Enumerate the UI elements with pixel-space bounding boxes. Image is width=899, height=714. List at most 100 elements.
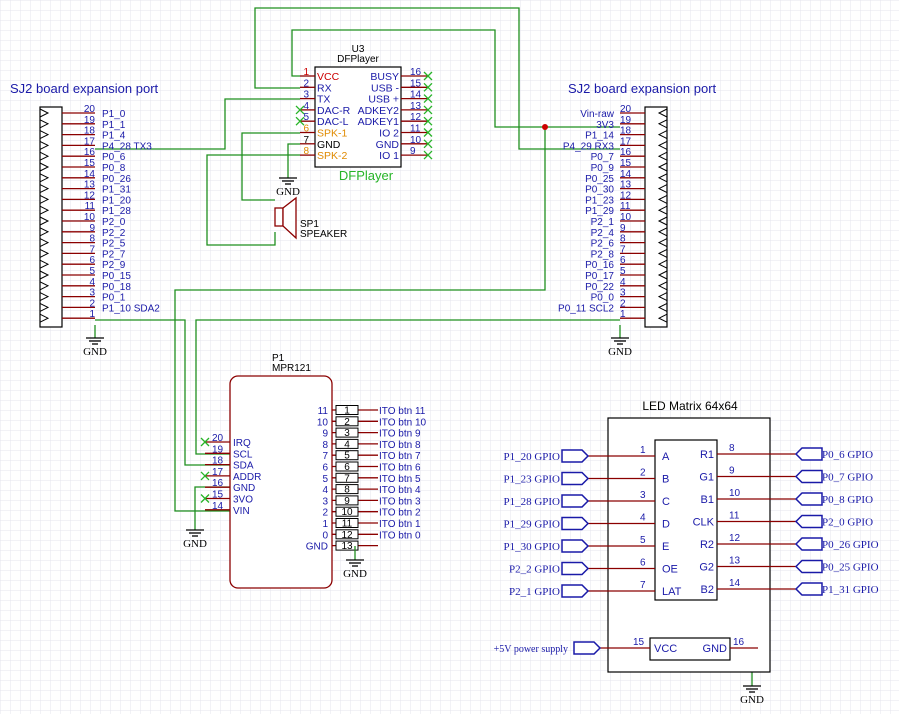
port-pin-number: 16 (620, 147, 632, 158)
led-power-connector (649, 637, 731, 661)
port-pin-number: 13 (620, 180, 632, 191)
mpr121-pin-label: 3VO (233, 495, 253, 506)
ground-label: GND (276, 186, 300, 198)
port-pin-number: 17 (84, 136, 96, 147)
port-contact (657, 313, 668, 323)
port-contact (657, 238, 668, 248)
port-pin-number: 9 (620, 223, 626, 234)
ground-label: GND (83, 346, 107, 358)
port-pin-number: 18 (84, 126, 96, 137)
net-label: P0_8 GPIO (822, 494, 873, 506)
electrode-box (335, 540, 359, 551)
port-pin-number: 20 (620, 104, 632, 115)
electrode-label: ITO btn 3 (379, 496, 421, 507)
electrode-number: 10 (341, 507, 353, 518)
port-pin-number: 18 (620, 126, 632, 137)
electrode-label: ITO btn 2 (379, 508, 421, 519)
mpr121-pin-label: VIN (233, 506, 250, 517)
port-pin-label: P0_15 (102, 271, 131, 282)
electrode-box (335, 405, 359, 415)
port-pin-label: Vin-raw (580, 109, 614, 120)
port-pin-number: 7 (620, 244, 626, 255)
electrode-number: 6 (344, 462, 350, 473)
led-power-pin-number: 16 (733, 637, 745, 648)
net-port-tag (561, 494, 590, 508)
port-pin-label: P2_1 (591, 217, 615, 228)
port-pin-number: 4 (89, 277, 95, 288)
net-label: P0_6 GPIO (822, 449, 873, 461)
dfplayer-pin-label: USB + (368, 94, 399, 106)
dfplayer-pin-label: DAC-L (317, 116, 349, 128)
net-label: P1_29 GPIO (503, 519, 560, 531)
electrode-number: 3 (344, 428, 350, 439)
port-pin-label: P2_9 (102, 260, 126, 271)
led-pin-number: 5 (640, 535, 646, 546)
port-pin-number: 7 (89, 244, 95, 255)
junction-dot (542, 124, 548, 130)
port-contact (657, 194, 668, 204)
net-label: P1_20 GPIO (503, 451, 560, 463)
no-connect-mark (423, 82, 433, 92)
led-pin-number: 2 (640, 468, 646, 479)
port-contact (657, 130, 668, 140)
wire-spk1 (241, 132, 300, 201)
wire-vcc (291, 29, 545, 128)
mpr121-pin-label: 10 (317, 417, 329, 428)
port-contact (657, 140, 668, 150)
dfplayer-pin-number: 13 (410, 101, 422, 112)
electrode-box (335, 529, 359, 540)
port-contact (39, 173, 50, 183)
mpr121-pin-label: ADDR (233, 472, 261, 483)
port-contact (39, 313, 50, 323)
port-pin-number: 16 (84, 147, 96, 158)
electrode-number: 4 (344, 439, 350, 450)
wire-rx (254, 7, 620, 150)
led-pin-number: 8 (729, 443, 735, 454)
wire-tx (95, 98, 300, 150)
port-pin-label: P4_28 TX3 (102, 141, 152, 152)
electrode-box (335, 427, 359, 438)
dfplayer-pin-number: 3 (303, 90, 309, 101)
dfplayer-pin-label: RX (317, 82, 332, 94)
electrode-label: ITO btn 1 (379, 519, 421, 530)
port-pin-number: 5 (89, 266, 95, 277)
port-contact (39, 248, 50, 258)
led-power-pin-number: 15 (633, 637, 645, 648)
no-connect-mark (423, 150, 433, 160)
speaker-ref: SP1 (300, 219, 319, 230)
port-pin-number: 11 (85, 201, 96, 212)
ground-label: GND (608, 346, 632, 358)
mpr121-pin-label: IRQ (233, 438, 251, 449)
dfplayer-pin-label: USB - (371, 82, 400, 94)
led-pin-label: G1 (699, 472, 714, 484)
port-contact (657, 281, 668, 291)
dfplayer-part: DFPlayer (337, 54, 379, 65)
led-pin-label: G2 (699, 562, 714, 574)
electrode-box (335, 438, 359, 449)
led-pin-number: 11 (729, 511, 740, 522)
port-pin-number: 12 (620, 190, 632, 201)
port-pin-number: 17 (620, 136, 632, 147)
mpr121-pin-label: 6 (322, 463, 328, 474)
port-pin-label: P2_2 (102, 228, 126, 239)
no-connect-mark (200, 494, 210, 503)
electrode-label: ITO btn 4 (379, 485, 421, 496)
port-pin-label: P1_14 (585, 131, 614, 142)
mpr121-pin-label: 1 (322, 519, 328, 530)
port-pin-label: P0_26 (102, 174, 131, 185)
port-contact (39, 205, 50, 215)
electrode-number: 12 (341, 530, 353, 541)
dfplayer-pin-number: 6 (303, 124, 309, 135)
port-pin-label: P1_4 (102, 131, 126, 142)
port-pin-number: 14 (620, 169, 632, 180)
mpr121-pin-label: SDA (233, 461, 254, 472)
electrode-number: 11 (342, 519, 353, 530)
port-pin-number: 3 (89, 288, 95, 299)
port-contact (39, 119, 50, 129)
led-pin-number: 13 (729, 556, 741, 567)
net-port-tag (561, 516, 590, 531)
led-pin-label: OE (662, 564, 678, 576)
net-label: P1_30 GPIO (503, 541, 560, 553)
